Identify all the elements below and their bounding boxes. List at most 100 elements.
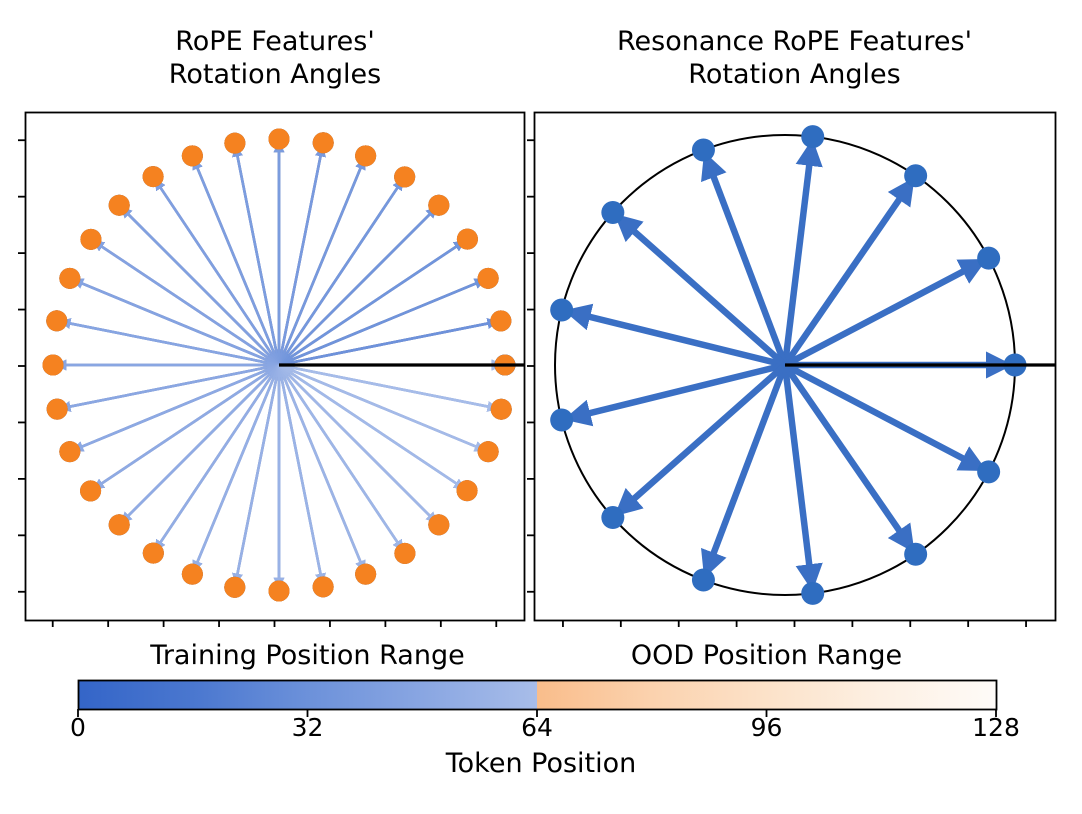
panel-resonance-rope	[527, 111, 1057, 627]
rope-arrow	[120, 206, 280, 366]
rope-arrow	[59, 363, 280, 412]
colorbar-tick-label: 96	[750, 713, 783, 742]
resonance-position-marker	[977, 246, 1001, 270]
rope-position-marker	[428, 514, 450, 536]
colorbar-tick-label: 32	[291, 713, 324, 742]
resonance-position-marker	[801, 125, 825, 149]
rope-arrow	[278, 363, 486, 452]
rope-position-marker	[268, 128, 290, 150]
rope-position-marker	[312, 132, 334, 154]
rope-arrow	[154, 179, 281, 366]
rope-position-marker	[108, 514, 130, 536]
resonance-arrow	[783, 258, 987, 368]
rope-arrow	[278, 206, 438, 366]
rope-position-marker	[456, 228, 478, 250]
rope-position-marker	[46, 398, 68, 420]
resonance-position-marker	[977, 460, 1001, 484]
rope-arrow	[278, 364, 438, 524]
resonance-position-marker	[691, 568, 715, 592]
rope-position-marker	[477, 267, 499, 289]
rope-position-marker	[46, 310, 68, 332]
resonance-position-marker	[601, 506, 625, 530]
panel-title-rope: RoPE Features' Rotation Angles	[168, 26, 382, 90]
rope-position-marker	[224, 132, 246, 154]
resonance-position-marker	[550, 298, 574, 322]
rope-arrow	[72, 363, 280, 452]
resonance-position-marker	[691, 138, 715, 162]
rope-arrow	[120, 364, 280, 524]
rope-arrow	[232, 364, 281, 585]
rope-arrow	[277, 158, 366, 366]
rope-position-marker	[312, 576, 334, 598]
rope-position-marker	[394, 542, 416, 564]
resonance-arrow	[701, 363, 789, 579]
rope-position-marker	[181, 563, 203, 585]
rope-position-marker	[490, 398, 512, 420]
rope-position-marker	[59, 441, 81, 463]
colorbar-ood-range-label: OOD Position Range	[630, 640, 903, 671]
colorbar-training-range-label: Training Position Range	[150, 640, 465, 671]
rope-arrow	[59, 318, 280, 367]
resonance-arrow	[614, 362, 788, 517]
rope-position-marker	[80, 228, 102, 250]
rope-arrow	[93, 240, 280, 367]
rope-arrow	[277, 364, 404, 551]
rope-position-marker	[181, 145, 203, 167]
rope-arrow	[277, 179, 404, 366]
rope-position-marker	[142, 542, 164, 564]
rope-position-marker	[80, 480, 102, 502]
rope-arrow	[277, 364, 366, 572]
colorbar-tick-label: 128	[972, 713, 1020, 742]
rope-arrow	[278, 318, 499, 367]
rope-arrow	[277, 145, 326, 366]
rope-position-marker	[224, 576, 246, 598]
rope-arrow	[278, 363, 499, 412]
resonance-position-marker	[601, 200, 625, 224]
colorbar-training-band	[78, 680, 537, 709]
colorbar-tick-label: 0	[70, 713, 86, 742]
rope-position-marker	[355, 563, 377, 585]
colorbar-axis-label: Token Position	[445, 748, 637, 779]
resonance-arrow	[563, 303, 786, 369]
rope-position-marker	[428, 194, 450, 216]
rope-position-marker	[108, 194, 130, 216]
resonance-arrow	[563, 361, 786, 427]
resonance-arrow	[782, 363, 915, 553]
rope-arrow	[72, 278, 280, 367]
resonance-position-marker	[904, 542, 928, 566]
rope-arrow	[232, 145, 281, 366]
rope-arrow	[154, 364, 281, 551]
rope-position-marker	[142, 166, 164, 188]
rope-arrow	[93, 363, 280, 490]
resonance-arrow	[614, 213, 788, 368]
resonance-arrow	[782, 177, 915, 367]
rope-position-marker	[477, 441, 499, 463]
rope-position-marker	[59, 267, 81, 289]
rope-position-marker	[355, 145, 377, 167]
rope-position-marker	[394, 166, 416, 188]
rope-arrow	[278, 363, 465, 490]
rope-arrow	[278, 278, 486, 367]
panel-rope	[18, 111, 526, 627]
rope-arrow	[277, 364, 326, 585]
resonance-position-marker	[801, 581, 825, 605]
resonance-arrows	[550, 125, 1055, 605]
rope-arrow	[192, 364, 281, 572]
rope-arrow	[278, 240, 465, 367]
resonance-position-marker	[904, 164, 928, 188]
rope-position-marker	[456, 480, 478, 502]
resonance-arrow	[781, 138, 823, 366]
resonance-arrow	[783, 362, 987, 472]
rope-position-marker	[490, 310, 512, 332]
colorbar-ood-band	[537, 680, 996, 709]
rope-position-marker	[42, 354, 64, 376]
rope-position-marker	[268, 580, 290, 602]
resonance-position-marker	[550, 408, 574, 432]
colorbar-tick-label: 64	[521, 713, 553, 742]
rope-arrow	[192, 158, 281, 366]
panel-title-resonance-rope: Resonance RoPE Features' Rotation Angles	[616, 26, 973, 90]
rope-arrows	[42, 128, 524, 602]
